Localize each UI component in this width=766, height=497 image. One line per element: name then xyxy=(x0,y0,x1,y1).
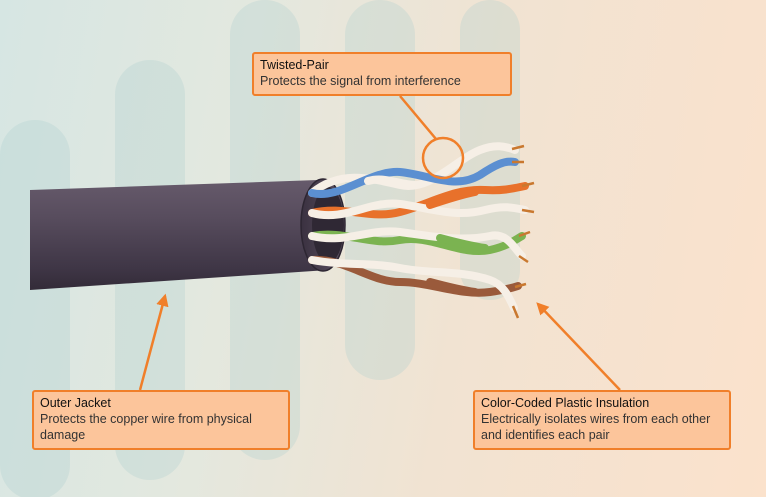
insulation-callout: Color-Coded Plastic Insulation Electrica… xyxy=(473,390,731,450)
outer-jacket-description: Protects the copper wire from physical d… xyxy=(40,412,252,442)
insulation-arrow xyxy=(536,302,621,391)
wire-pair-brown xyxy=(308,255,527,319)
twisted-pair-leader-line xyxy=(399,95,437,140)
wire-pair-blue xyxy=(308,142,525,199)
outer-jacket-title: Outer Jacket xyxy=(40,396,111,410)
twisted-pair-title: Twisted-Pair xyxy=(260,58,329,72)
wire-pair-orange xyxy=(308,181,535,220)
twisted-pair-callout: Twisted-Pair Protects the signal from in… xyxy=(252,52,512,96)
wire-pair-green xyxy=(308,227,531,264)
twisted-pair-description: Protects the signal from interference xyxy=(260,74,461,88)
insulation-description: Electrically isolates wires from each ot… xyxy=(481,412,711,442)
outer-jacket-arrow xyxy=(138,293,169,391)
outer-jacket-callout: Outer Jacket Protects the copper wire fr… xyxy=(32,390,290,450)
insulation-title: Color-Coded Plastic Insulation xyxy=(481,396,650,410)
twisted-pair-highlight-circle xyxy=(421,136,465,180)
outer-jacket-body xyxy=(30,180,328,290)
